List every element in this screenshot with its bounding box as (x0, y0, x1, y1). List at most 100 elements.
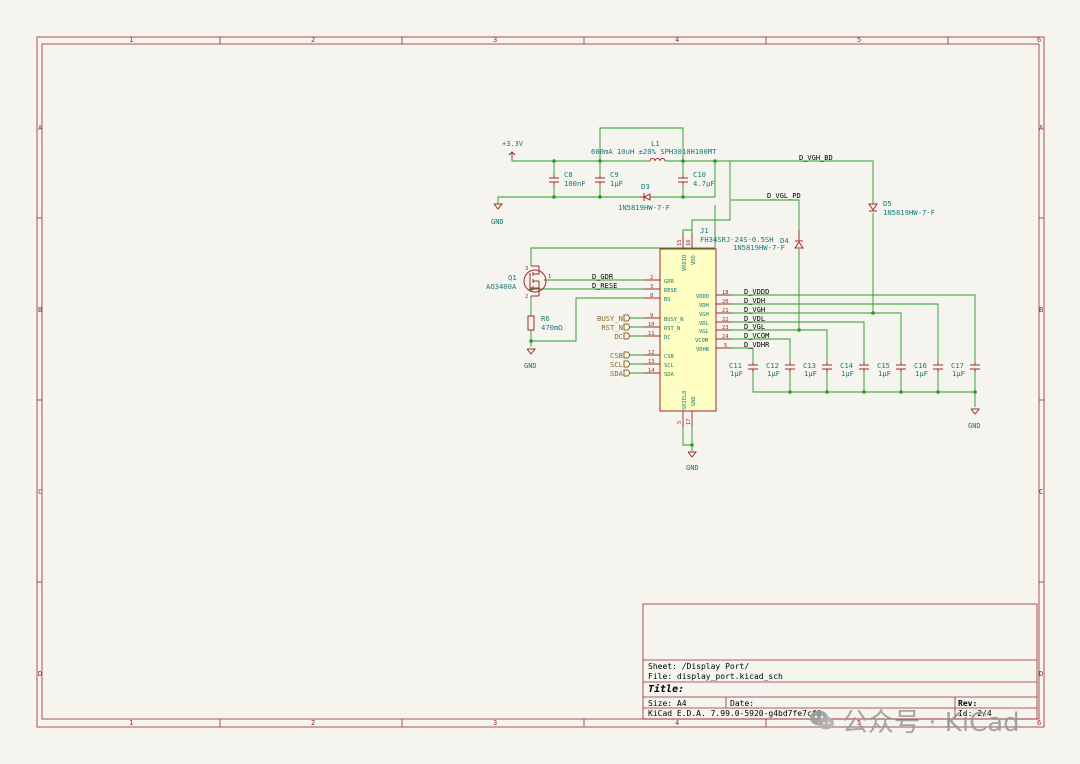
j1-top-pins: 15 16 VDDIO VDD (677, 233, 697, 271)
net-vdh[interactable]: D_VDH (744, 297, 765, 305)
j1-pin-name: GDR (664, 279, 674, 285)
net-vddd[interactable]: D_VDDD (744, 288, 769, 296)
hier-label-busy-n[interactable]: BUSY_N (597, 314, 631, 323)
capacitor-c13[interactable]: C13 1µF (803, 361, 832, 378)
j1-left-pins: 2 3 8 9 10 11 12 13 14 GDR RESE BS BUSY_… (644, 275, 683, 378)
c14-ref: C14 (840, 361, 853, 370)
j1-pin-num: 12 (648, 350, 655, 356)
watermark: 公众号 · KiCad (808, 700, 1058, 740)
c17-value: 1µF (952, 369, 965, 378)
c11-value: 1µF (730, 369, 743, 378)
j1-pin-num: 5 (724, 343, 727, 349)
svg-text:SCL: SCL (610, 360, 623, 369)
j1-pin-name: VDD (691, 255, 697, 265)
row-label: B (38, 306, 42, 314)
capacitor-c8[interactable]: C8 100nF (549, 170, 586, 188)
title-label: Title: (648, 683, 684, 695)
row-label: A (38, 124, 43, 132)
diode-d4[interactable]: D4 1N5819HW-7-F (733, 230, 804, 252)
j1-pin-num: 22 (722, 317, 729, 323)
c9-value: 1µF (610, 179, 623, 188)
net-vgl-pd[interactable]: D_VGL_PD (767, 192, 801, 200)
c14-value: 1µF (841, 369, 854, 378)
resistor-r6[interactable]: R6 470mΩ (527, 314, 563, 332)
gnd-symbol-top[interactable]: GND (491, 203, 504, 226)
c10-ref: C10 (693, 170, 706, 179)
net-vcom[interactable]: D_VCOM (744, 332, 769, 340)
paper-size: Size: A4 (648, 699, 687, 708)
net-vdl[interactable]: D_VDL (744, 315, 765, 323)
net-vdhr[interactable]: D_VDHR (744, 341, 770, 349)
row-label: B (1039, 306, 1043, 314)
q1-pin-gate: 1 (548, 274, 551, 280)
date-label: Date: (730, 699, 754, 708)
hier-label-sda[interactable]: SDA (610, 369, 631, 378)
net-vgl[interactable]: D_VGL (744, 323, 765, 331)
col-label: 2 (311, 719, 315, 727)
d3-ref: D3 (641, 182, 650, 191)
col-label: 4 (675, 719, 679, 727)
watermark-text: 公众号 · KiCad (842, 707, 1020, 738)
j1-pin-num: 18 (722, 290, 729, 296)
c13-value: 1µF (804, 369, 817, 378)
d5-value: 1N5819HW-7-F (883, 208, 935, 217)
j1-pin-name: GND (691, 396, 697, 406)
power-3v3[interactable]: +3.3V (502, 140, 524, 160)
j1-pin-name: VCOM (695, 338, 709, 344)
svg-text:DC: DC (614, 332, 623, 341)
wechat-icon (810, 710, 834, 730)
j1-pin-num: 10 (648, 322, 655, 328)
diode-d3[interactable]: D3 1N5819HW-7-F (618, 182, 670, 212)
j1-pin-num: 20 (722, 299, 729, 305)
inductor-l1[interactable]: L1 600mA 10uH ±20% SPH3010H100MT (591, 139, 717, 162)
capacitor-c11[interactable]: C11 1µF (729, 361, 758, 378)
row-label: C (38, 488, 42, 496)
capacitor-c10[interactable]: C10 4.7µF (678, 170, 715, 188)
hier-label-rst-n[interactable]: RST_N (601, 323, 631, 332)
capacitor-c15[interactable]: C15 1µF (877, 361, 906, 378)
gnd-symbol-caps[interactable]: GND (968, 408, 981, 430)
gnd-label: GND (686, 464, 699, 472)
connector-j1[interactable]: J1 FH34SRJ-24S-0.5SH 2 3 8 9 10 11 12 13… (644, 226, 774, 427)
j1-pin-num: 13 (648, 359, 655, 365)
capacitor-c17[interactable]: C17 1µF (951, 361, 980, 378)
c10-value: 4.7µF (693, 179, 715, 188)
net-rese[interactable]: D_RESE (592, 282, 617, 290)
capacitor-c14[interactable]: C14 1µF (840, 361, 869, 378)
q1-pin-source: 2 (525, 294, 528, 300)
col-label: 2 (311, 36, 315, 44)
c13-ref: C13 (803, 361, 816, 370)
j1-pin-num: 21 (722, 308, 729, 314)
j1-pin-num: 17 (686, 419, 692, 426)
diode-d5[interactable]: D5 1N5819HW-7-F (868, 199, 935, 217)
mosfet-q1[interactable]: 1 3 2 Q1 AO3400A (486, 265, 551, 300)
j1-pin-num: 3 (650, 284, 653, 290)
j1-pin-num: 23 (722, 325, 729, 331)
col-label: 6 (1037, 36, 1041, 44)
c12-value: 1µF (767, 369, 780, 378)
r6-value: 470mΩ (541, 323, 563, 332)
capacitor-c9[interactable]: C9 1µF (595, 170, 623, 188)
col-label: 5 (857, 719, 861, 727)
hier-label-csb[interactable]: CSB (610, 351, 631, 360)
rev-label: Rev: (958, 699, 977, 708)
net-vgh-bd[interactable]: D_VGH_BD (799, 154, 833, 162)
j1-pin-num: S (677, 421, 683, 424)
j1-bottom-pins: SHIELD GND S 17 (677, 391, 697, 427)
j1-pin-name: BS (664, 297, 671, 303)
c15-value: 1µF (878, 369, 891, 378)
svg-text:BUSY_N: BUSY_N (597, 314, 623, 323)
c16-value: 1µF (915, 369, 928, 378)
capacitor-c12[interactable]: C12 1µF (766, 361, 795, 378)
hier-label-scl[interactable]: SCL (610, 360, 631, 369)
j1-pin-name: SDA (664, 372, 674, 378)
net-gdr[interactable]: D_GDR (592, 273, 614, 281)
gnd-symbol-j1[interactable]: GND (686, 451, 699, 472)
net-vgh[interactable]: D_VGH (744, 306, 765, 314)
capacitor-c16[interactable]: C16 1µF (914, 361, 943, 378)
gnd-symbol-q1[interactable]: GND (524, 348, 537, 370)
drawing-frame: 1 2 3 4 5 6 1 2 3 4 5 6 A B C D A B C D (36, 36, 1045, 728)
j1-value: FH34SRJ-24S-0.5SH (700, 235, 774, 244)
hier-label-dc[interactable]: DC (614, 332, 631, 341)
